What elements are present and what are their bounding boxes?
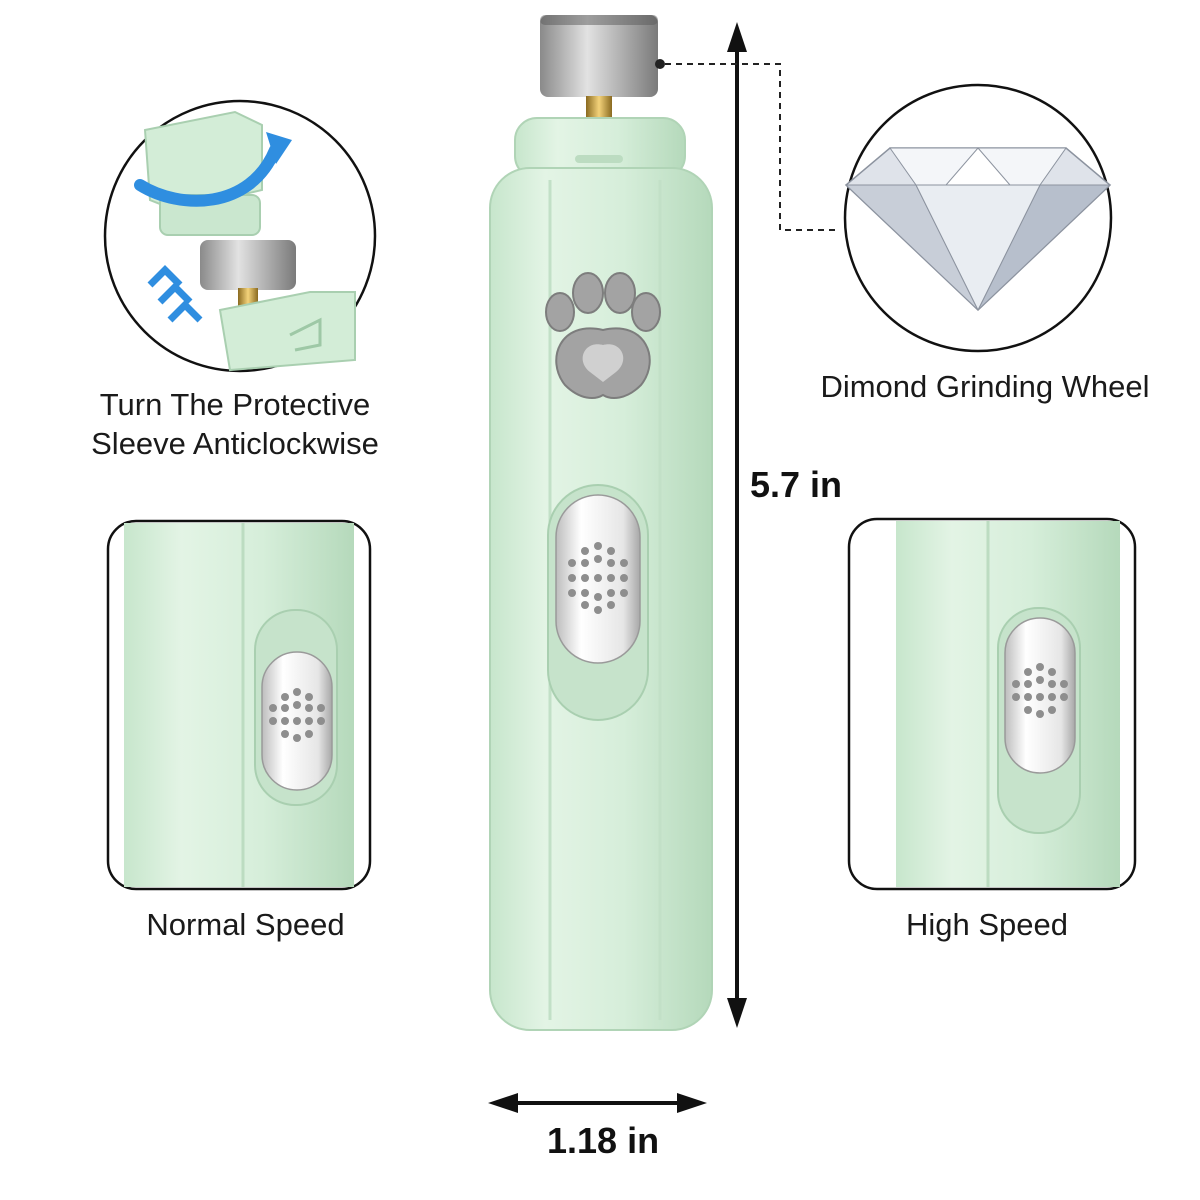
diamond-circle xyxy=(843,83,1113,353)
grinding-wheel xyxy=(540,15,658,97)
sleeve-caption-line1: Turn The Protective xyxy=(99,387,371,422)
wheel-caption: Dimond Grinding Wheel xyxy=(820,369,1150,404)
normal-speed-box xyxy=(106,519,372,891)
high-speed-caption: High Speed xyxy=(905,907,1068,942)
height-dimension-arrow xyxy=(727,22,747,1028)
sleeve-circle xyxy=(103,99,377,373)
paw-icon xyxy=(545,272,661,399)
sleeve-caption: Turn The Protective Sleeve Anticlockwise xyxy=(60,386,410,464)
sleeve-caption-line2: Sleeve Anticlockwise xyxy=(91,425,379,461)
switch-dots xyxy=(568,542,628,614)
high-speed-box xyxy=(847,517,1137,891)
width-label: 1.18 in xyxy=(547,1120,660,1161)
height-label: 5.7 in xyxy=(750,464,843,505)
normal-speed-caption: Normal Speed xyxy=(146,907,345,942)
width-dimension-arrow xyxy=(488,1093,707,1113)
diamond-leader xyxy=(665,63,840,231)
diamond-icon xyxy=(844,147,1112,312)
